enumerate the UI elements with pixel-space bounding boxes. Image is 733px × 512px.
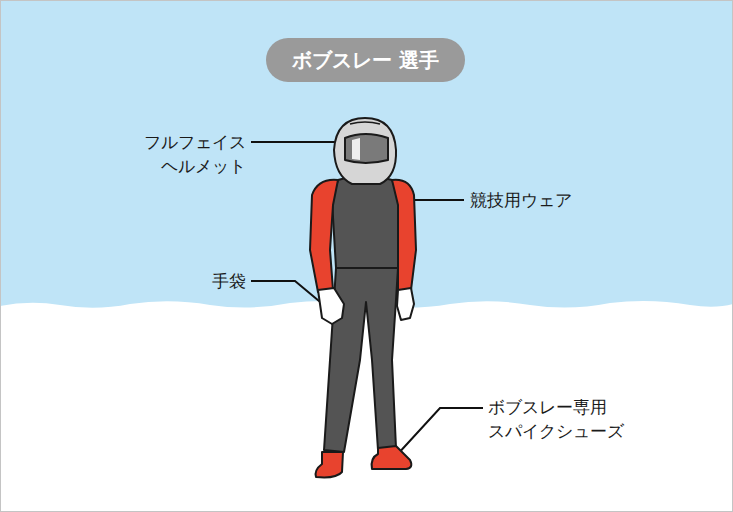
label-text: 手袋 (212, 271, 246, 291)
snow-ground (0, 301, 733, 512)
label-text: フルフェイス ヘルメット (144, 132, 246, 176)
suit-label: 競技用ウェア (470, 188, 620, 212)
leader-lines (251, 142, 483, 456)
athlete-figure (310, 118, 416, 477)
label-text: 競技用ウェア (470, 190, 572, 210)
glove-label: 手袋 (166, 269, 246, 293)
helmet-label: フルフェイス ヘルメット (128, 130, 246, 178)
title-text: ボブスレー 選手 (292, 47, 439, 74)
shoe-label: ボブスレー専用 スパイクシューズ (488, 395, 648, 443)
label-text: ボブスレー専用 スパイクシューズ (488, 397, 624, 441)
title-pill: ボブスレー 選手 (266, 38, 465, 82)
